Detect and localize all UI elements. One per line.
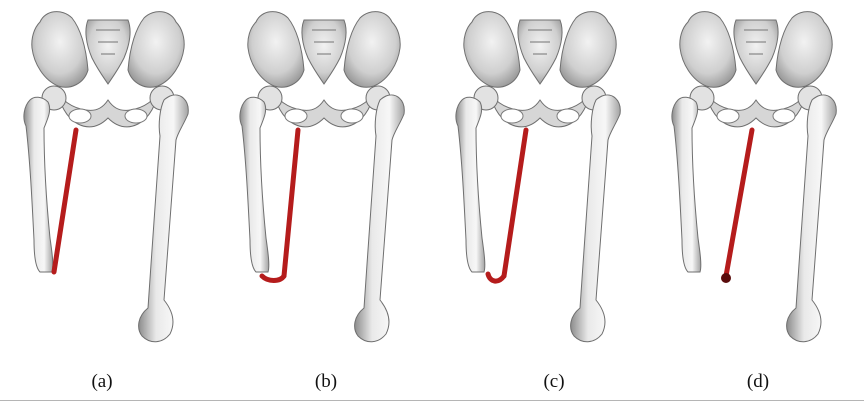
muscle-line xyxy=(284,130,298,276)
panel-a: (a) xyxy=(0,0,216,405)
panel-label: (d) xyxy=(728,371,788,393)
pelvis-femur-illustration xyxy=(648,0,864,360)
pelvis-femur-illustration xyxy=(216,0,432,360)
panel-label: (a) xyxy=(72,371,132,393)
muscle-line xyxy=(54,130,76,272)
panel-label: (b) xyxy=(296,371,356,393)
panel-c: (c) xyxy=(432,0,648,405)
panel-d: (d) xyxy=(648,0,864,405)
panel-b: (b) xyxy=(216,0,432,405)
baseline-rule xyxy=(0,400,864,401)
panel-label: (c) xyxy=(524,371,584,393)
muscle-line xyxy=(504,130,526,276)
muscle-endpoint-dot xyxy=(721,273,731,283)
pelvis-femur-illustration xyxy=(432,0,648,360)
muscle-hook xyxy=(488,274,504,281)
pelvis-femur-illustration xyxy=(0,0,216,360)
muscle-hook xyxy=(262,276,284,281)
muscle-line xyxy=(726,130,752,276)
